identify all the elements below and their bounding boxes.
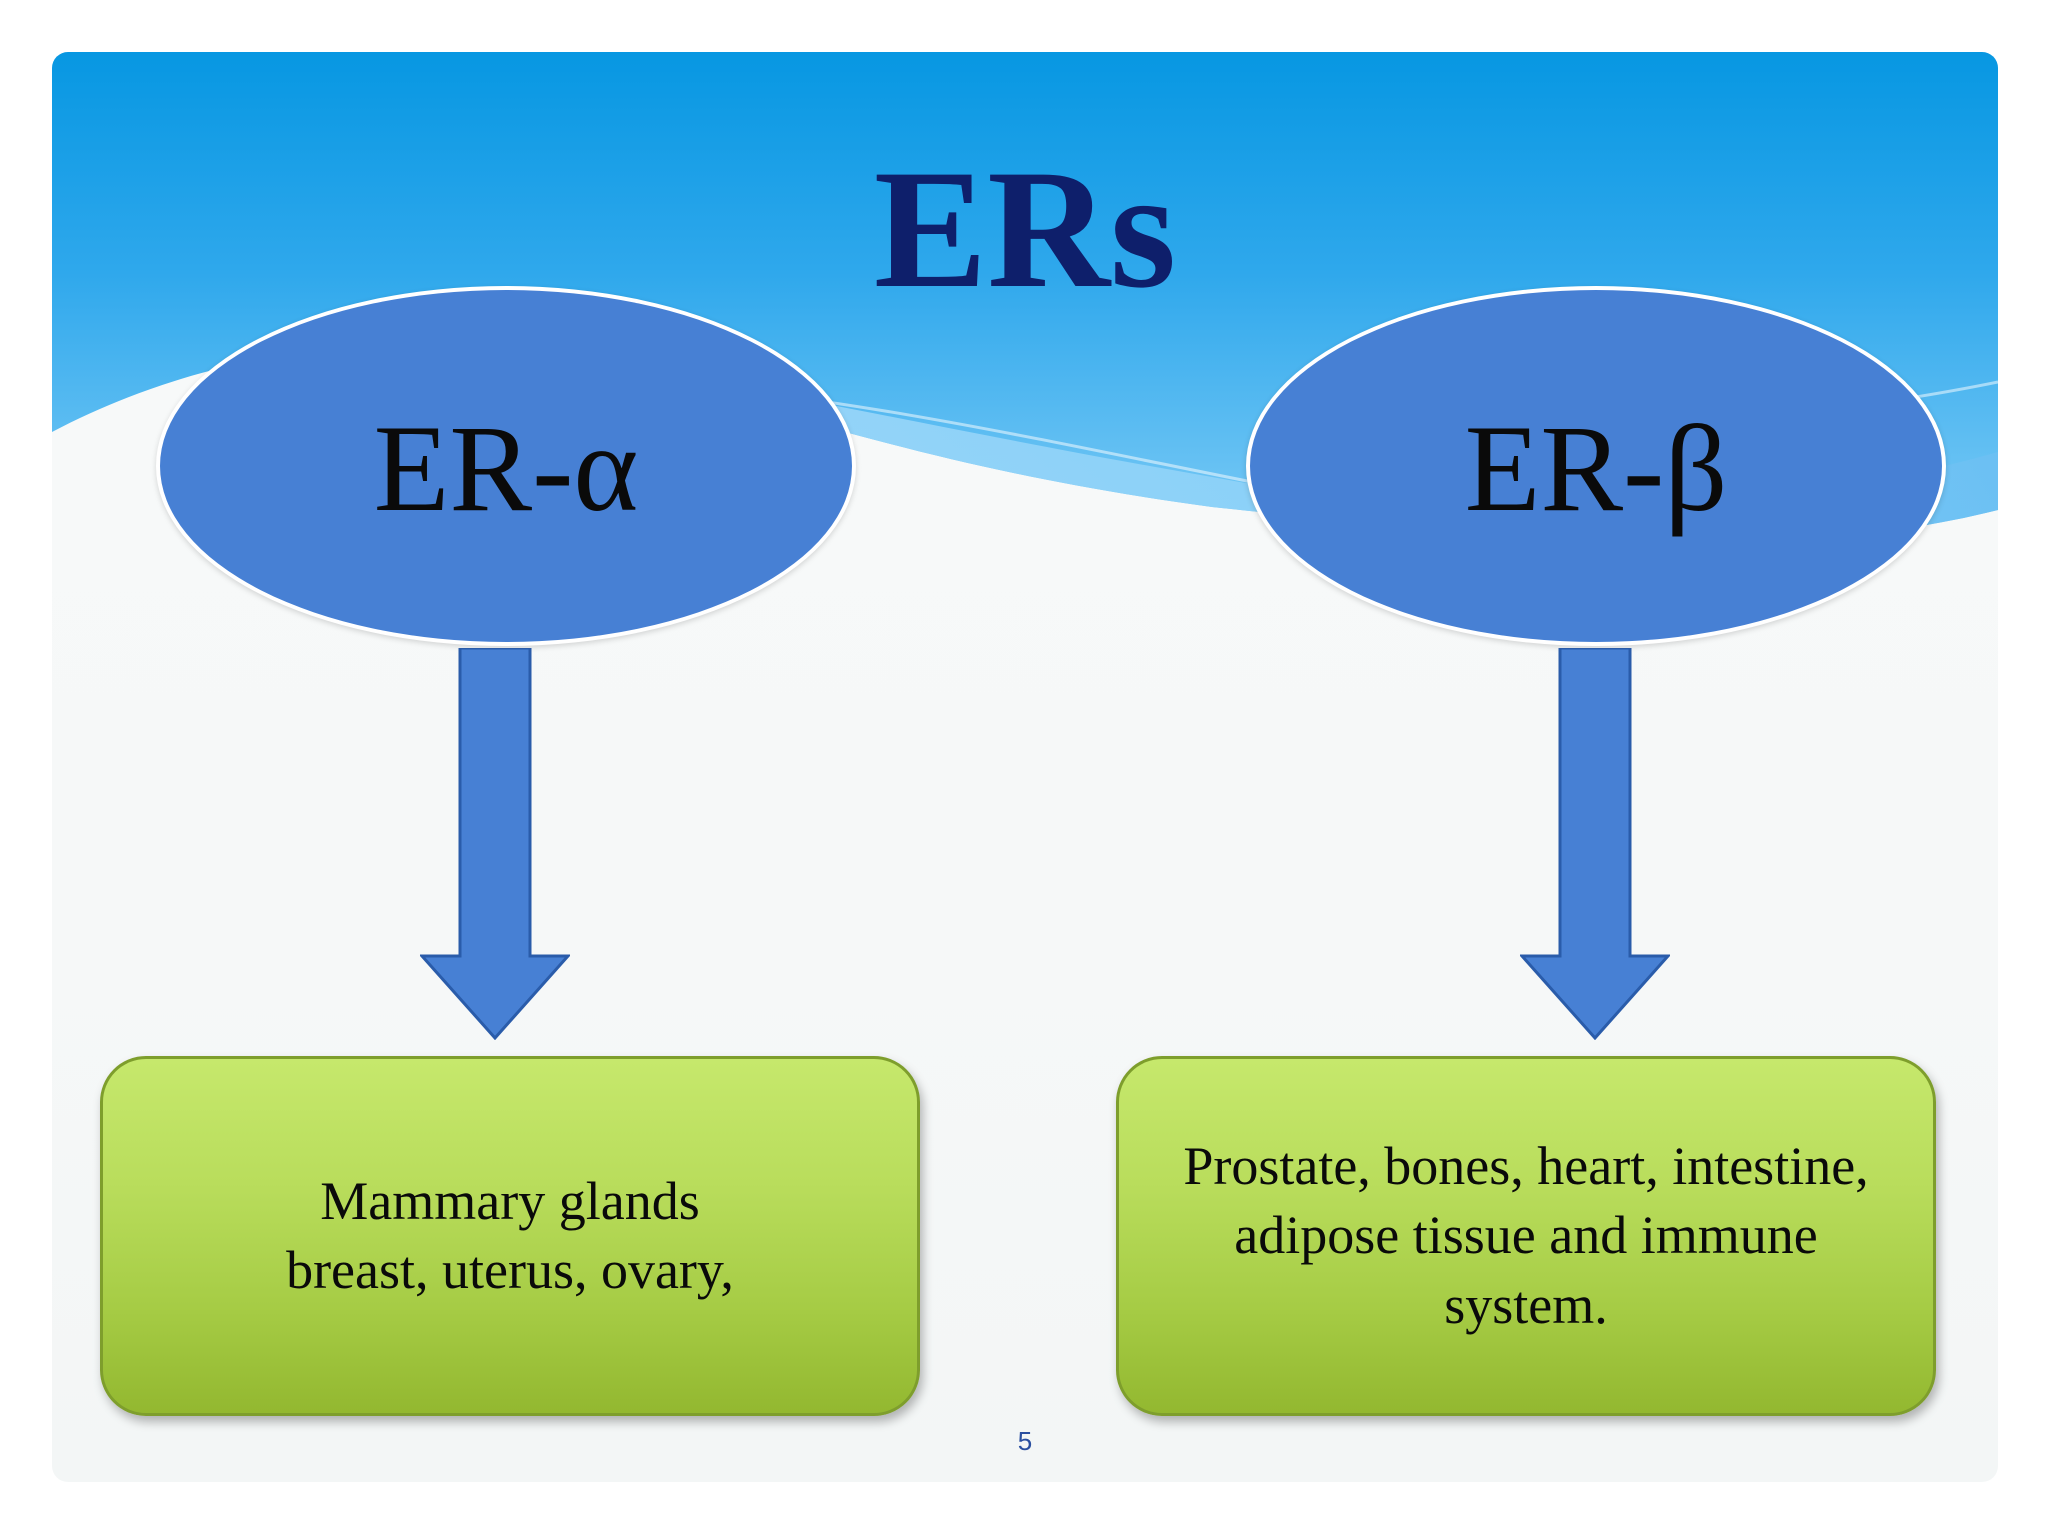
down-arrow-icon: [420, 648, 570, 1040]
er-beta-node: ER-β: [1246, 286, 1946, 646]
er-alpha-node: ER-α: [156, 286, 856, 646]
er-beta-label: ER-β: [1464, 400, 1728, 537]
er-beta-tissues-box: Prostate, bones, heart, intestine, adipo…: [1116, 1056, 1936, 1416]
er-alpha-tissues-text: Mammary glands breast, uterus, ovary,: [230, 1167, 790, 1305]
er-beta-tissues-text: Prostate, bones, heart, intestine, adipo…: [1146, 1132, 1906, 1339]
er-beta-tissues-line-2: adipose tissue and immune: [1234, 1205, 1818, 1266]
page-number: 5: [1017, 1426, 1033, 1456]
er-beta-tissues-line-1: Prostate, bones, heart, intestine,: [1183, 1136, 1869, 1197]
er-alpha-tissues-box: Mammary glands breast, uterus, ovary,: [100, 1056, 920, 1416]
er-alpha-tissues-line-2: breast, uterus, ovary,: [286, 1240, 734, 1300]
slide: ERs ER-α ER-β Mammary glands breast, ute…: [52, 52, 1998, 1482]
slide-title: ERs: [873, 135, 1177, 323]
er-alpha-label: ER-α: [373, 400, 639, 537]
er-alpha-tissues-line-1: Mammary glands: [320, 1170, 700, 1231]
er-beta-tissues-line-3: system.: [1444, 1274, 1608, 1335]
down-arrow-icon: [1520, 648, 1670, 1040]
